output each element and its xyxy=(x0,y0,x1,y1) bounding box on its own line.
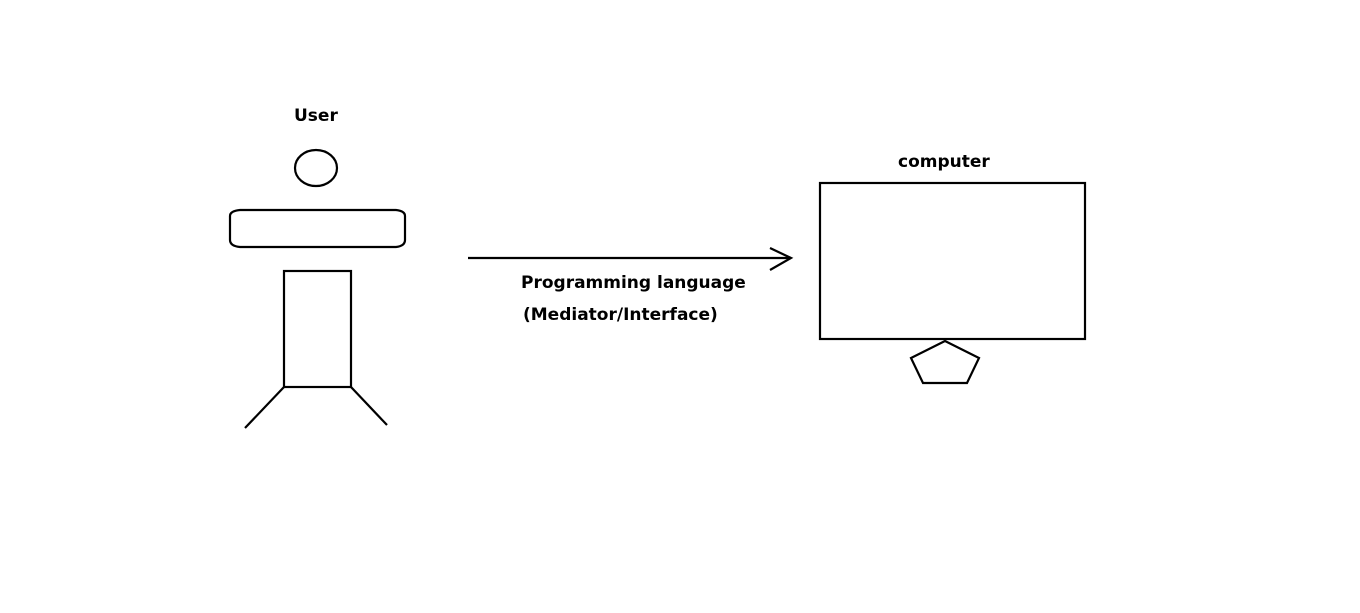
arrow-head xyxy=(769,247,794,271)
user-right-leg xyxy=(350,386,388,426)
user-arms xyxy=(228,208,407,249)
user-body xyxy=(282,269,353,389)
edge-label-mediator-interface: (Mediator/Interface) xyxy=(523,305,718,325)
user-label: User xyxy=(294,106,338,126)
computer-stand xyxy=(909,339,981,385)
user-figure xyxy=(228,148,407,429)
arrow-user-to-computer xyxy=(468,247,794,271)
edge-label-programming-language: Programming language xyxy=(521,273,746,293)
user-head xyxy=(293,148,339,188)
computer-screen xyxy=(818,181,1087,341)
computer-label: computer xyxy=(898,152,990,172)
user-left-leg xyxy=(244,386,285,429)
computer-figure xyxy=(818,181,1087,385)
